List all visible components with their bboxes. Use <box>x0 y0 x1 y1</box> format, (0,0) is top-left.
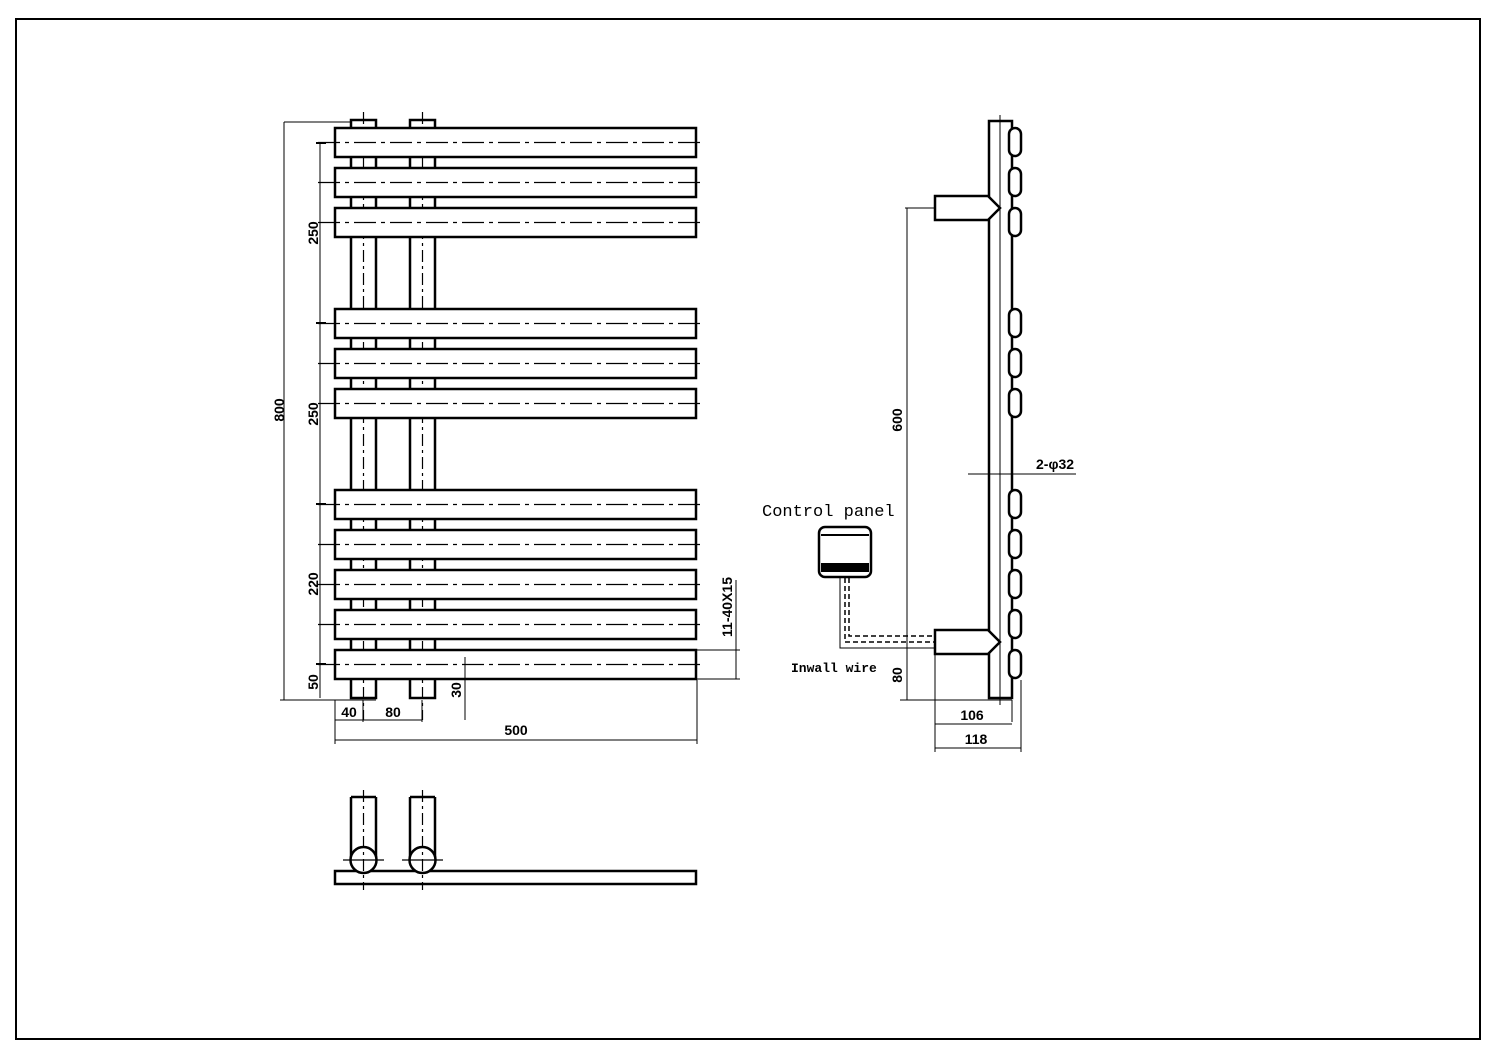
dim-overall-height: 800 <box>271 398 287 422</box>
dim-depth-inner: 106 <box>960 707 984 723</box>
bar-profile <box>1007 528 1023 560</box>
bar-profile <box>333 869 698 886</box>
bar-profile <box>1007 608 1023 640</box>
dim-bottom-offset: 50 <box>305 674 321 690</box>
inwall-wire <box>844 578 935 643</box>
bar-profile <box>1007 568 1023 600</box>
inwall-wire-label: Inwall wire <box>791 661 877 676</box>
dim-pipe-spacing: 80 <box>385 704 401 720</box>
bar-profile <box>1007 206 1023 238</box>
control-panel-label: Control panel <box>762 503 895 522</box>
bar-profile <box>1007 387 1023 419</box>
dim-depth-outer: 118 <box>965 731 988 747</box>
dim-bars: 11-40X15 <box>719 577 735 637</box>
bar-profile <box>1007 166 1023 198</box>
dim-pipes: 2-φ32 <box>1036 456 1074 472</box>
dim-valve-height: 80 <box>889 667 905 683</box>
dim-width: 500 <box>504 722 528 738</box>
side-view <box>817 115 1076 752</box>
bar-profile <box>1007 488 1023 520</box>
dim-pipe-stub: 30 <box>448 682 464 698</box>
bar-profile <box>1007 126 1023 158</box>
bar-profile <box>1007 648 1023 680</box>
valve <box>933 194 1002 222</box>
dim-section-mid: 250 <box>305 402 321 426</box>
front-view <box>280 112 740 744</box>
valve <box>933 628 1002 656</box>
bottom-view <box>333 790 698 890</box>
dim-pipe-offset: 40 <box>341 704 357 720</box>
drawing-border <box>15 18 1481 1040</box>
dim-section-top: 250 <box>305 221 321 245</box>
control-panel-display <box>821 563 869 572</box>
inwall-wire <box>839 578 935 649</box>
bar-profile <box>1007 307 1023 339</box>
dim-section-bottom: 220 <box>305 572 321 596</box>
bar-profile <box>1007 347 1023 379</box>
dim-valve-spacing: 600 <box>889 408 905 432</box>
